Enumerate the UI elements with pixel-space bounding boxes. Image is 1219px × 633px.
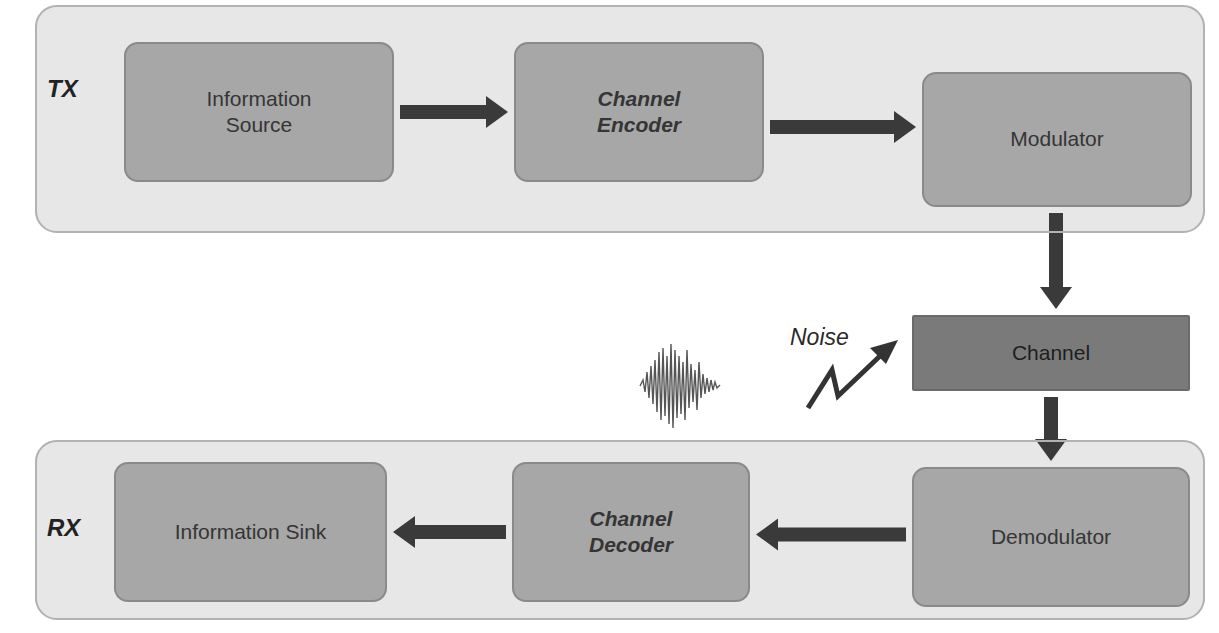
- noise-waveform: [640, 344, 720, 428]
- noise-arrowhead: [870, 340, 898, 364]
- box-label: Modulator: [1010, 126, 1103, 152]
- channel-box: Channel: [912, 315, 1190, 391]
- flow-arrow: [770, 111, 916, 143]
- box-label: Channel Decoder: [571, 506, 691, 559]
- flow-arrow: [1035, 397, 1067, 461]
- band-label: TX: [47, 75, 78, 103]
- process-box: Channel Decoder: [512, 462, 750, 602]
- flow-arrow: [756, 519, 906, 551]
- process-box: Information Source: [124, 42, 394, 182]
- process-box: Information Sink: [114, 462, 387, 602]
- process-box: Modulator: [922, 72, 1192, 207]
- box-label: Information Sink: [175, 519, 327, 545]
- band-label: RX: [47, 514, 80, 542]
- box-label: Channel: [1012, 340, 1090, 366]
- process-box: Demodulator: [912, 467, 1190, 607]
- band-fill: [35, 440, 1205, 620]
- flow-arrow: [1040, 213, 1072, 309]
- noise-label: Noise: [790, 324, 849, 351]
- process-box: Channel Encoder: [514, 42, 764, 182]
- box-label: Channel Encoder: [574, 86, 704, 139]
- box-label: Information Source: [174, 86, 344, 139]
- band-fill: [35, 5, 1205, 233]
- flow-arrow: [400, 96, 508, 128]
- box-label: Demodulator: [991, 524, 1111, 550]
- noise-lightning: [808, 356, 880, 408]
- transmitter-band: TX Information Source Channel EncoderModul…: [35, 5, 1205, 233]
- flow-arrow: [393, 516, 506, 548]
- receiver-band: RX Information Sink Channel Decoder Demodul…: [35, 440, 1205, 620]
